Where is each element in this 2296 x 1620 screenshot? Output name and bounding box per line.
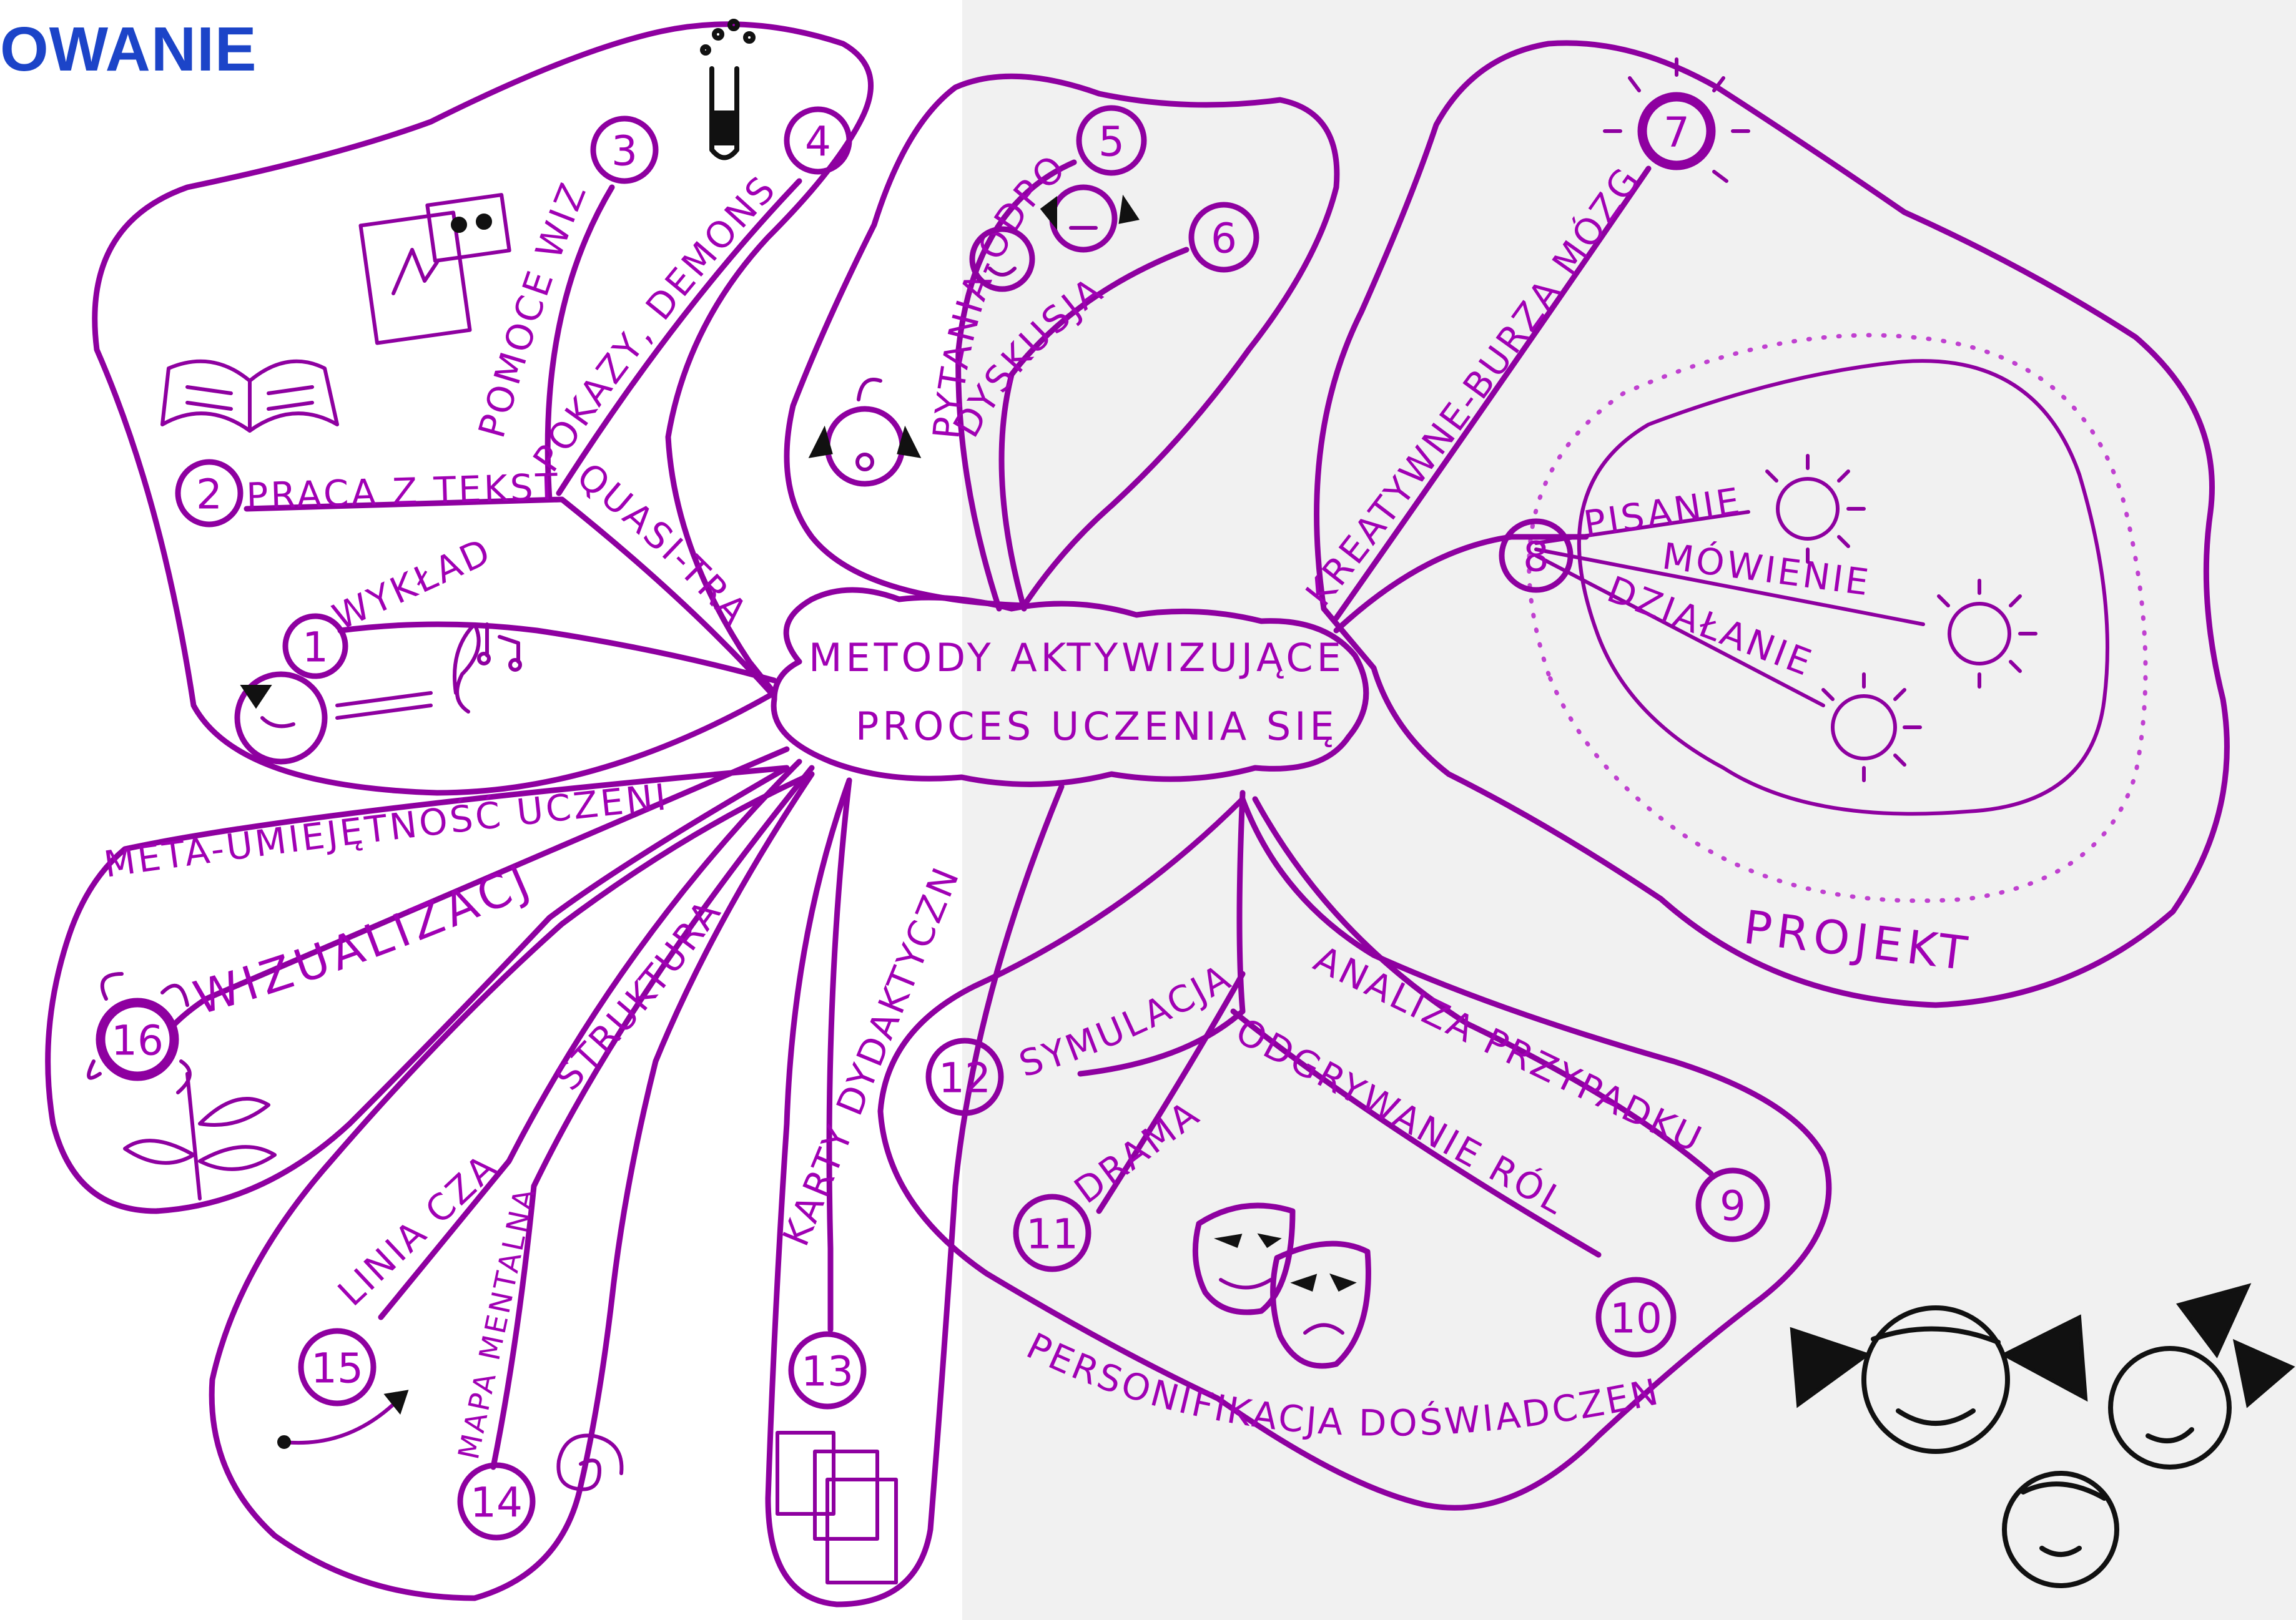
- number-circle-12: 12: [925, 1038, 1004, 1116]
- sun-icon: [1821, 672, 1922, 782]
- test-tube-icon: [700, 19, 756, 160]
- label-kreatywne-burza-mozgow: KREATYWNE-BURZA MÓZGÓW: [0, 0, 1649, 614]
- label-drama: DRAMA: [1067, 1092, 1208, 1212]
- number-circle-11: 11: [1013, 1194, 1091, 1272]
- number-circle-8: 8: [1499, 518, 1574, 593]
- svg-text:1: 1: [302, 624, 328, 672]
- question-face-icon: [808, 378, 922, 487]
- center-title-line1: METODY AKTYWIZUJĄCE: [809, 635, 1345, 680]
- svg-text:11: 11: [1026, 1210, 1078, 1259]
- group-problem-outline: [784, 73, 1340, 609]
- number-circle-7: 7: [1641, 96, 1712, 167]
- svg-text:16: 16: [111, 1017, 164, 1065]
- flower-icon: [87, 972, 277, 1200]
- child-face-icon: [234, 671, 433, 765]
- svg-text:3: 3: [611, 127, 638, 175]
- number-circle-13: 13: [788, 1331, 867, 1410]
- children-faces-icon: [1790, 1283, 2295, 1588]
- book-icon: [160, 359, 339, 433]
- center-title-line2: PROCES UCZENIA SIĘ: [855, 704, 1338, 749]
- svg-text:13: 13: [801, 1348, 854, 1396]
- number-circle-16: 16: [99, 1001, 175, 1078]
- number-circle-10: 10: [1595, 1277, 1677, 1358]
- branch-lines: [172, 159, 1925, 1470]
- center-cloud-outline: [771, 587, 1369, 787]
- number-circle-3: 3: [590, 115, 659, 184]
- page-title: OWANIE: [0, 14, 257, 84]
- sun-icon: [1603, 57, 1750, 183]
- label-struktura: STRUKTURA: [547, 890, 730, 1098]
- svg-text:10: 10: [1610, 1295, 1662, 1343]
- group-creative-outline: [1314, 40, 2230, 1008]
- svg-text:12: 12: [939, 1054, 991, 1102]
- group-structure-outline: [209, 771, 815, 1601]
- number-circle-15: 15: [298, 1328, 377, 1406]
- svg-text:15: 15: [311, 1345, 363, 1393]
- number-circle-6: 6: [1188, 202, 1259, 273]
- number-circle-9: 9: [1695, 1167, 1770, 1242]
- number-circle-14: 14: [457, 1462, 536, 1541]
- sun-icon: [1937, 579, 2037, 689]
- label-analiza-przypadku: ANALIZA PRZYPADKU: [1308, 938, 1710, 1162]
- svg-text:9: 9: [1720, 1182, 1746, 1230]
- project-inner-outline: [1577, 359, 2109, 816]
- svg-text:7: 7: [1663, 109, 1690, 157]
- svg-text:2: 2: [196, 471, 222, 519]
- label-pisanie: PISANIE: [1581, 479, 1745, 546]
- group-quasi-traditional-outline: [92, 21, 874, 796]
- discussion-faces-icon: [969, 184, 1140, 292]
- label-mapa-mentalna: MAPA MENTALNA: [451, 1184, 542, 1462]
- svg-text:8: 8: [1523, 533, 1549, 581]
- theatre-masks-icon: [1192, 1202, 1371, 1369]
- picture-cards-icon: [358, 193, 511, 345]
- number-circle-1: 1: [282, 613, 348, 679]
- svg-text:6: 6: [1211, 215, 1237, 263]
- number-circle-5: 5: [1076, 105, 1147, 176]
- timeline-arrow-icon: [277, 1390, 409, 1449]
- group-cards-outline: [765, 777, 1065, 1608]
- number-circle-2: 2: [175, 459, 244, 528]
- group-meta-outline: [45, 765, 790, 1214]
- group-personification-outline: [877, 796, 1832, 1511]
- number-circle-4: 4: [784, 106, 852, 175]
- svg-text:14: 14: [470, 1479, 523, 1527]
- sun-icon: [1765, 454, 1866, 564]
- svg-text:4: 4: [805, 118, 831, 166]
- number-circles: 1 2 3 4 5 6 7 8 9 10 11 12 13 14 15 16: [99, 96, 1770, 1541]
- svg-text:5: 5: [1098, 118, 1125, 166]
- spiral-icon: [556, 1433, 624, 1491]
- document-stack-icon: [776, 1431, 898, 1584]
- music-notes-icon: [453, 622, 522, 714]
